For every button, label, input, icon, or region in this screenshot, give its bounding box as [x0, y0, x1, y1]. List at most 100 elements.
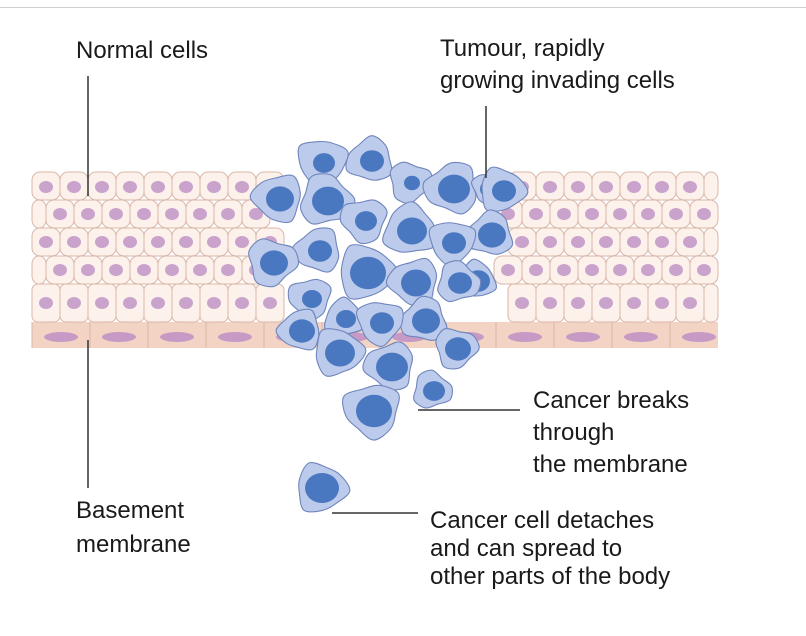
- normal-nucleus: [543, 297, 557, 309]
- normal-nucleus: [501, 264, 515, 276]
- cancer-nucleus: [397, 217, 427, 245]
- cancer-nucleus: [312, 186, 344, 216]
- normal-nucleus: [109, 264, 123, 276]
- normal-nucleus: [123, 297, 137, 309]
- normal-nucleus: [193, 264, 207, 276]
- membrane-nucleus: [102, 332, 136, 342]
- normal-nucleus: [123, 236, 137, 248]
- detached-cancer-cell: [298, 461, 351, 513]
- label-cancer-breaks-line1: Cancer breaks: [533, 387, 690, 414]
- top-divider: [0, 7, 806, 8]
- cancer-nucleus: [336, 310, 356, 328]
- normal-nucleus: [235, 297, 249, 309]
- normal-nucleus: [95, 181, 109, 193]
- normal-nucleus: [613, 264, 627, 276]
- tumour-mass: [248, 135, 529, 441]
- cancer-nucleus: [260, 250, 288, 276]
- normal-nucleus: [207, 297, 221, 309]
- cancer-nucleus: [356, 394, 392, 428]
- cancer-nucleus: [376, 352, 408, 382]
- normal-nucleus: [683, 236, 697, 248]
- cancer-nucleus: [313, 153, 335, 173]
- cancer-nucleus: [355, 211, 377, 231]
- normal-nucleus: [179, 236, 193, 248]
- label-detach-line1: Cancer cell detaches: [430, 507, 655, 534]
- normal-cell: [703, 283, 719, 323]
- cancer-nucleus: [438, 174, 470, 204]
- normal-nucleus: [515, 297, 529, 309]
- cancer-nucleus: [492, 180, 516, 202]
- normal-nucleus: [543, 181, 557, 193]
- normal-nucleus: [95, 236, 109, 248]
- membrane-nucleus: [682, 332, 716, 342]
- cancer-nucleus: [289, 319, 315, 343]
- normal-nucleus: [697, 264, 711, 276]
- normal-nucleus: [39, 297, 53, 309]
- normal-nucleus: [179, 297, 193, 309]
- normal-nucleus: [235, 181, 249, 193]
- label-cancer-breaks-line3: the membrane: [533, 451, 688, 478]
- normal-nucleus: [627, 181, 641, 193]
- cancer-nucleus: [445, 337, 471, 361]
- normal-nucleus: [67, 181, 81, 193]
- normal-cells-tissue: [31, 171, 719, 323]
- normal-nucleus: [627, 236, 641, 248]
- normal-nucleus: [165, 264, 179, 276]
- normal-nucleus: [543, 236, 557, 248]
- membrane-nucleus: [508, 332, 542, 342]
- normal-nucleus: [151, 297, 165, 309]
- normal-nucleus: [599, 181, 613, 193]
- normal-nucleus: [235, 236, 249, 248]
- normal-nucleus: [67, 236, 81, 248]
- normal-nucleus: [263, 297, 277, 309]
- cancer-nucleus: [350, 256, 386, 290]
- cancer-nucleus: [423, 381, 445, 401]
- normal-nucleus: [53, 264, 67, 276]
- normal-nucleus: [669, 264, 683, 276]
- normal-nucleus: [39, 181, 53, 193]
- normal-nucleus: [627, 297, 641, 309]
- normal-nucleus: [557, 208, 571, 220]
- normal-nucleus: [585, 264, 599, 276]
- label-basement-line1: Basement: [76, 497, 185, 524]
- membrane-nucleus: [624, 332, 658, 342]
- cancer-nucleus: [302, 290, 322, 308]
- normal-cell: [31, 255, 47, 285]
- normal-nucleus: [67, 297, 81, 309]
- normal-nucleus: [207, 181, 221, 193]
- normal-nucleus: [683, 297, 697, 309]
- normal-nucleus: [655, 297, 669, 309]
- normal-nucleus: [571, 181, 585, 193]
- normal-nucleus: [95, 297, 109, 309]
- normal-nucleus: [655, 236, 669, 248]
- normal-nucleus: [655, 181, 669, 193]
- normal-nucleus: [585, 208, 599, 220]
- normal-nucleus: [641, 264, 655, 276]
- label-tumour-line2: growing invading cells: [440, 67, 675, 94]
- cancer-nucleus: [370, 312, 394, 334]
- normal-nucleus: [151, 236, 165, 248]
- normal-nucleus: [221, 208, 235, 220]
- normal-nucleus: [571, 297, 585, 309]
- cancer-nucleus: [448, 272, 472, 294]
- cancer-nucleus: [266, 186, 294, 212]
- normal-nucleus: [39, 236, 53, 248]
- cancer-nucleus: [360, 150, 384, 172]
- label-detach-line2: and can spread to: [430, 535, 623, 562]
- label-basement-line2: membrane: [76, 531, 191, 558]
- normal-nucleus: [151, 181, 165, 193]
- normal-nucleus: [137, 208, 151, 220]
- normal-nucleus: [193, 208, 207, 220]
- normal-nucleus: [515, 236, 529, 248]
- cancer-nucleus: [308, 240, 332, 262]
- membrane-nucleus: [566, 332, 600, 342]
- cancer-nucleus: [401, 269, 431, 297]
- normal-nucleus: [81, 264, 95, 276]
- normal-nucleus: [123, 181, 137, 193]
- leader-lines: [87, 76, 520, 514]
- detached-cell-nucleus: [305, 473, 339, 503]
- normal-nucleus: [683, 181, 697, 193]
- cancer-nucleus: [412, 308, 440, 334]
- normal-nucleus: [571, 236, 585, 248]
- normal-nucleus: [221, 264, 235, 276]
